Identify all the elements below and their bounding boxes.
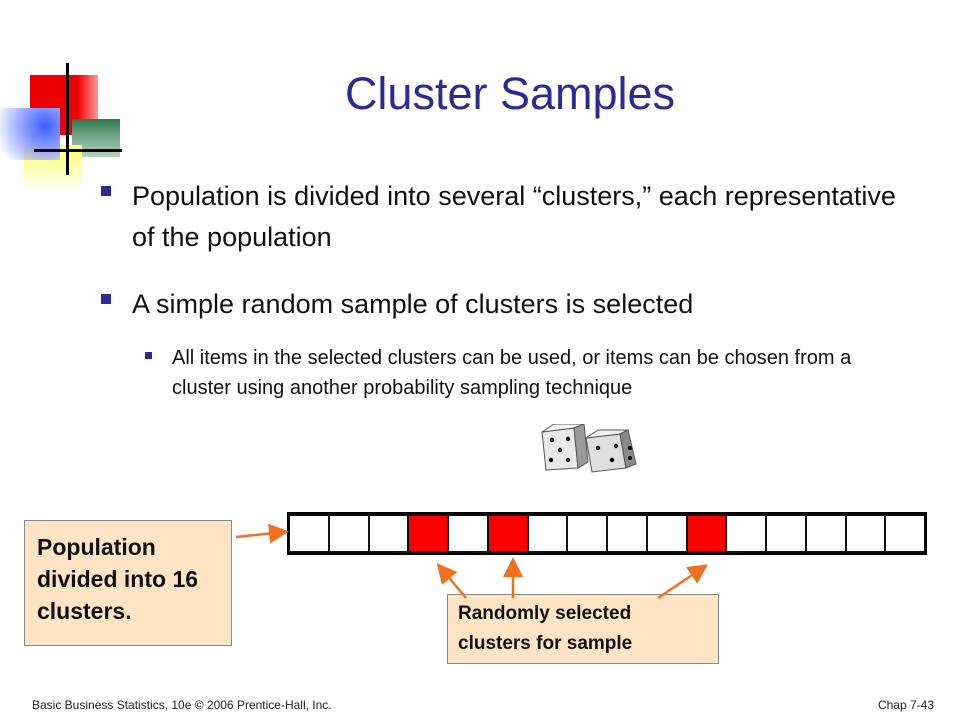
cluster-cell <box>767 516 805 551</box>
selected-clusters-callout: Randomly selected clusters for sample <box>447 594 719 664</box>
cluster-cell <box>290 516 328 551</box>
dice-icon <box>541 424 637 473</box>
bullet-item: Population is divided into several “clus… <box>101 176 901 258</box>
footer-page-number: Chap 7-43 <box>877 698 934 712</box>
bullet-text: A simple random sample of clusters is se… <box>132 289 694 319</box>
bullet-square-icon <box>101 186 111 196</box>
cluster-cell <box>727 516 765 551</box>
cluster-cell <box>568 516 606 551</box>
cluster-cell-selected <box>409 516 447 551</box>
cluster-cell <box>846 516 885 551</box>
bullet-square-icon <box>101 294 111 304</box>
cluster-strip <box>287 512 927 555</box>
cluster-cell-selected <box>687 516 726 551</box>
arrow-to-strip <box>235 523 289 544</box>
cluster-cell <box>886 516 924 551</box>
footer-citation: Basic Business Statistics, 10e © 2006 Pr… <box>32 698 332 712</box>
decor-vertical-line <box>66 63 69 175</box>
cluster-cell <box>647 516 686 551</box>
sub-bullet-text: All items in the selected clusters can b… <box>172 347 852 399</box>
bullet-text: Population is divided into several “clus… <box>132 181 896 252</box>
cluster-cell-selected <box>488 516 527 551</box>
bullet-square-icon <box>145 352 152 359</box>
cluster-cell <box>329 516 368 551</box>
cluster-cell <box>806 516 845 551</box>
cluster-cell <box>528 516 567 551</box>
cluster-cell <box>369 516 408 551</box>
sub-bullet-item: All items in the selected clusters can b… <box>145 343 915 403</box>
bullet-item: A simple random sample of clusters is se… <box>101 284 921 325</box>
population-callout: Population divided into 16 clusters. <box>24 520 232 646</box>
cluster-cell <box>608 516 646 551</box>
slide-title: Cluster Samples <box>344 68 676 119</box>
decor-horizontal-line <box>34 149 122 152</box>
cluster-cell <box>449 516 487 551</box>
